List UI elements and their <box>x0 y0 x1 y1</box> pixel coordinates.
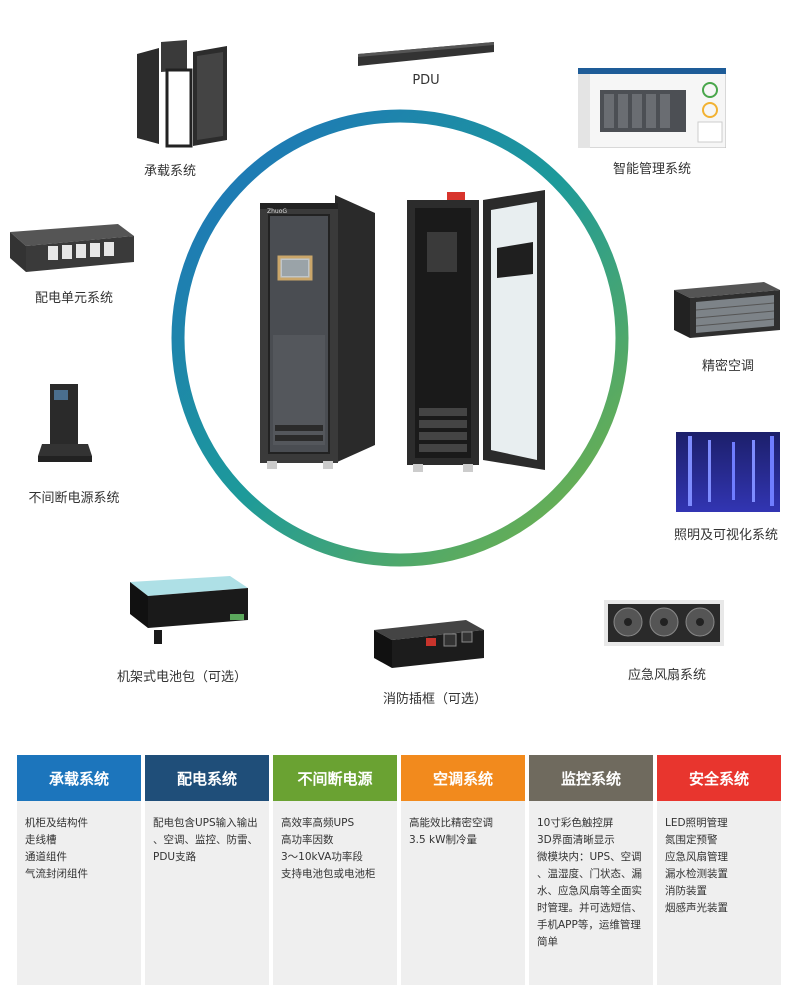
system-column-line: 、空调、监控、防雷、 <box>153 834 258 846</box>
system-column-title: 不间断电源 <box>273 755 397 801</box>
system-column-line: 高效率高频UPS <box>281 817 355 829</box>
system-column-line: 走线槽 <box>25 834 57 846</box>
system-column-title: 空调系统 <box>401 755 525 801</box>
system-column-line: 漏水检测装置 <box>665 868 728 880</box>
system-column-line: 、温湿度、门状态、漏 <box>537 868 642 880</box>
system-column-title: 监控系统 <box>529 755 653 801</box>
system-column-body: 机柜及结构件走线槽通道组件气流封闭组件 <box>17 801 141 985</box>
system-ring <box>171 109 629 567</box>
system-column-line: 氮围定预警 <box>665 834 718 846</box>
system-column-line: 高功率因数 <box>281 834 334 846</box>
system-column-body: LED照明管理氮围定预警应急风扇管理漏水检测装置消防装置烟感声光装置 <box>657 801 781 985</box>
system-column-line: 配电包含UPS输入输出 <box>153 817 258 829</box>
system-column-body: 高能效比精密空调 3.5 kW制冷量 <box>401 801 525 985</box>
fan-label: 应急风扇系统 <box>627 668 706 683</box>
ups-label: 不间断电源系统 <box>28 491 120 506</box>
precision-ac-image <box>674 282 780 338</box>
zhaoming-label: 照明及可视化系统 <box>673 528 778 543</box>
system-column: 承载系统机柜及结构件走线槽通道组件气流封闭组件 <box>17 755 141 985</box>
system-column-line: LED照明管理 <box>665 817 728 829</box>
system-column: 不间断电源高效率高频UPS 高功率因数 3～10kVA功率段支持电池包或电池柜 <box>273 755 397 985</box>
system-column-title: 承载系统 <box>17 755 141 801</box>
system-column-line: PDU支路 <box>153 851 197 863</box>
emergency-fan-image <box>604 600 724 646</box>
system-column-body: 10寸彩色触控屏 3D界面清晰显示微模块内：UPS、空调、温湿度、门状态、漏水、应… <box>529 801 653 985</box>
system-column-line: 水、应急风扇等全面实 <box>537 885 642 897</box>
jingmi-label: 精密空调 <box>701 359 754 374</box>
system-column: 空调系统高能效比精密空调 3.5 kW制冷量 <box>401 755 525 985</box>
system-column-line: 时管理。并可选短信、 <box>537 902 642 914</box>
system-column-line: 手机APP等，运维管理 <box>537 919 641 931</box>
system-column-line: 3.5 kW制冷量 <box>409 834 477 846</box>
system-column-line: 应急风扇管理 <box>665 851 728 863</box>
cabinet-closed-image: ZhuoG <box>260 195 375 469</box>
system-column-body: 配电包含UPS输入输出、空调、监控、防雷、 PDU支路 <box>145 801 269 985</box>
system-column-title: 配电系统 <box>145 755 269 801</box>
system-column-line: 微模块内：UPS、空调 <box>537 851 642 863</box>
chengzai-label: 承载系统 <box>143 164 196 179</box>
system-column-line: 3D界面清晰显示 <box>537 834 615 846</box>
zhineng-label: 智能管理系统 <box>612 162 691 177</box>
rack-frame-image <box>137 40 227 148</box>
system-column-line: 支持电池包或电池柜 <box>281 868 376 880</box>
fire-module-image <box>374 620 484 668</box>
cabinet-brand: ZhuoG <box>267 208 287 215</box>
distribution-unit-image <box>10 224 134 272</box>
system-column-body: 高效率高频UPS 高功率因数 3～10kVA功率段支持电池包或电池柜 <box>273 801 397 985</box>
system-column-line: 烟感声光装置 <box>665 902 728 914</box>
system-column-line: 机柜及结构件 <box>25 817 88 829</box>
battery-pack-image <box>130 576 248 644</box>
system-column-line: 消防装置 <box>665 885 707 897</box>
ups-image <box>38 384 92 462</box>
system-column-line: 通道组件 <box>25 851 67 863</box>
system-column-line: 10寸彩色触控屏 <box>537 817 614 829</box>
system-column: 监控系统 10寸彩色触控屏 3D界面清晰显示微模块内：UPS、空调、温湿度、门状态、… <box>529 755 653 985</box>
pdu-label: PDU <box>412 73 440 88</box>
xiaofang-label: 消防插框（可选） <box>382 692 487 707</box>
cabinet-open-image <box>407 190 545 472</box>
system-column-line: 3～10kVA功率段 <box>281 851 363 863</box>
battery-label: 机架式电池包（可选） <box>116 670 247 685</box>
system-column-line: 简单 <box>537 936 558 948</box>
system-column-title: 安全系统 <box>657 755 781 801</box>
lighting-image <box>676 432 780 512</box>
peidian-unit-label: 配电单元系统 <box>34 291 113 306</box>
pdu-image <box>358 42 494 66</box>
system-column-line: 气流封闭组件 <box>25 868 88 880</box>
management-screenshot-image <box>578 68 726 148</box>
system-columns: 承载系统机柜及结构件走线槽通道组件气流封闭组件配电系统配电包含UPS输入输出、空… <box>17 755 781 985</box>
system-column-line: 高能效比精密空调 <box>409 817 493 829</box>
system-column: 配电系统配电包含UPS输入输出、空调、监控、防雷、 PDU支路 <box>145 755 269 985</box>
